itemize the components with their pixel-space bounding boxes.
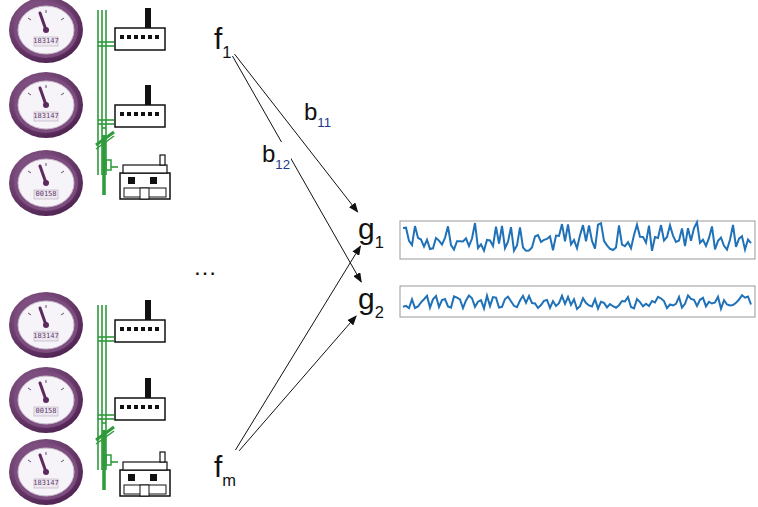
weight-arrow	[235, 246, 360, 450]
weight-label: b12	[261, 142, 291, 166]
meter-reading: 183147	[33, 38, 58, 45]
weight-arrow	[235, 54, 358, 212]
variable-node: fm	[211, 450, 239, 484]
ellipsis-mark: …	[193, 255, 217, 279]
meter-reading: 183147	[33, 480, 58, 487]
signal-plots	[400, 221, 755, 317]
meter-reading: 183147	[33, 113, 58, 120]
meter-icons	[9, 0, 83, 505]
variable-node: g2	[355, 282, 387, 316]
weight-label: b11	[303, 100, 332, 124]
meter-reading: 183147	[33, 333, 58, 340]
variable-name: f1	[214, 24, 232, 54]
variable-name: fm	[214, 452, 236, 482]
weight-arrow	[239, 316, 356, 451]
variable-node: f1	[211, 22, 235, 56]
meter-reading: 00158	[35, 191, 56, 198]
variable-name: g2	[358, 284, 384, 314]
weight-arrow	[232, 56, 361, 282]
variable-node: g1	[355, 212, 387, 246]
building-icons	[115, 8, 170, 496]
variable-name: g1	[358, 214, 384, 244]
meter-reading: 00158	[35, 408, 56, 415]
